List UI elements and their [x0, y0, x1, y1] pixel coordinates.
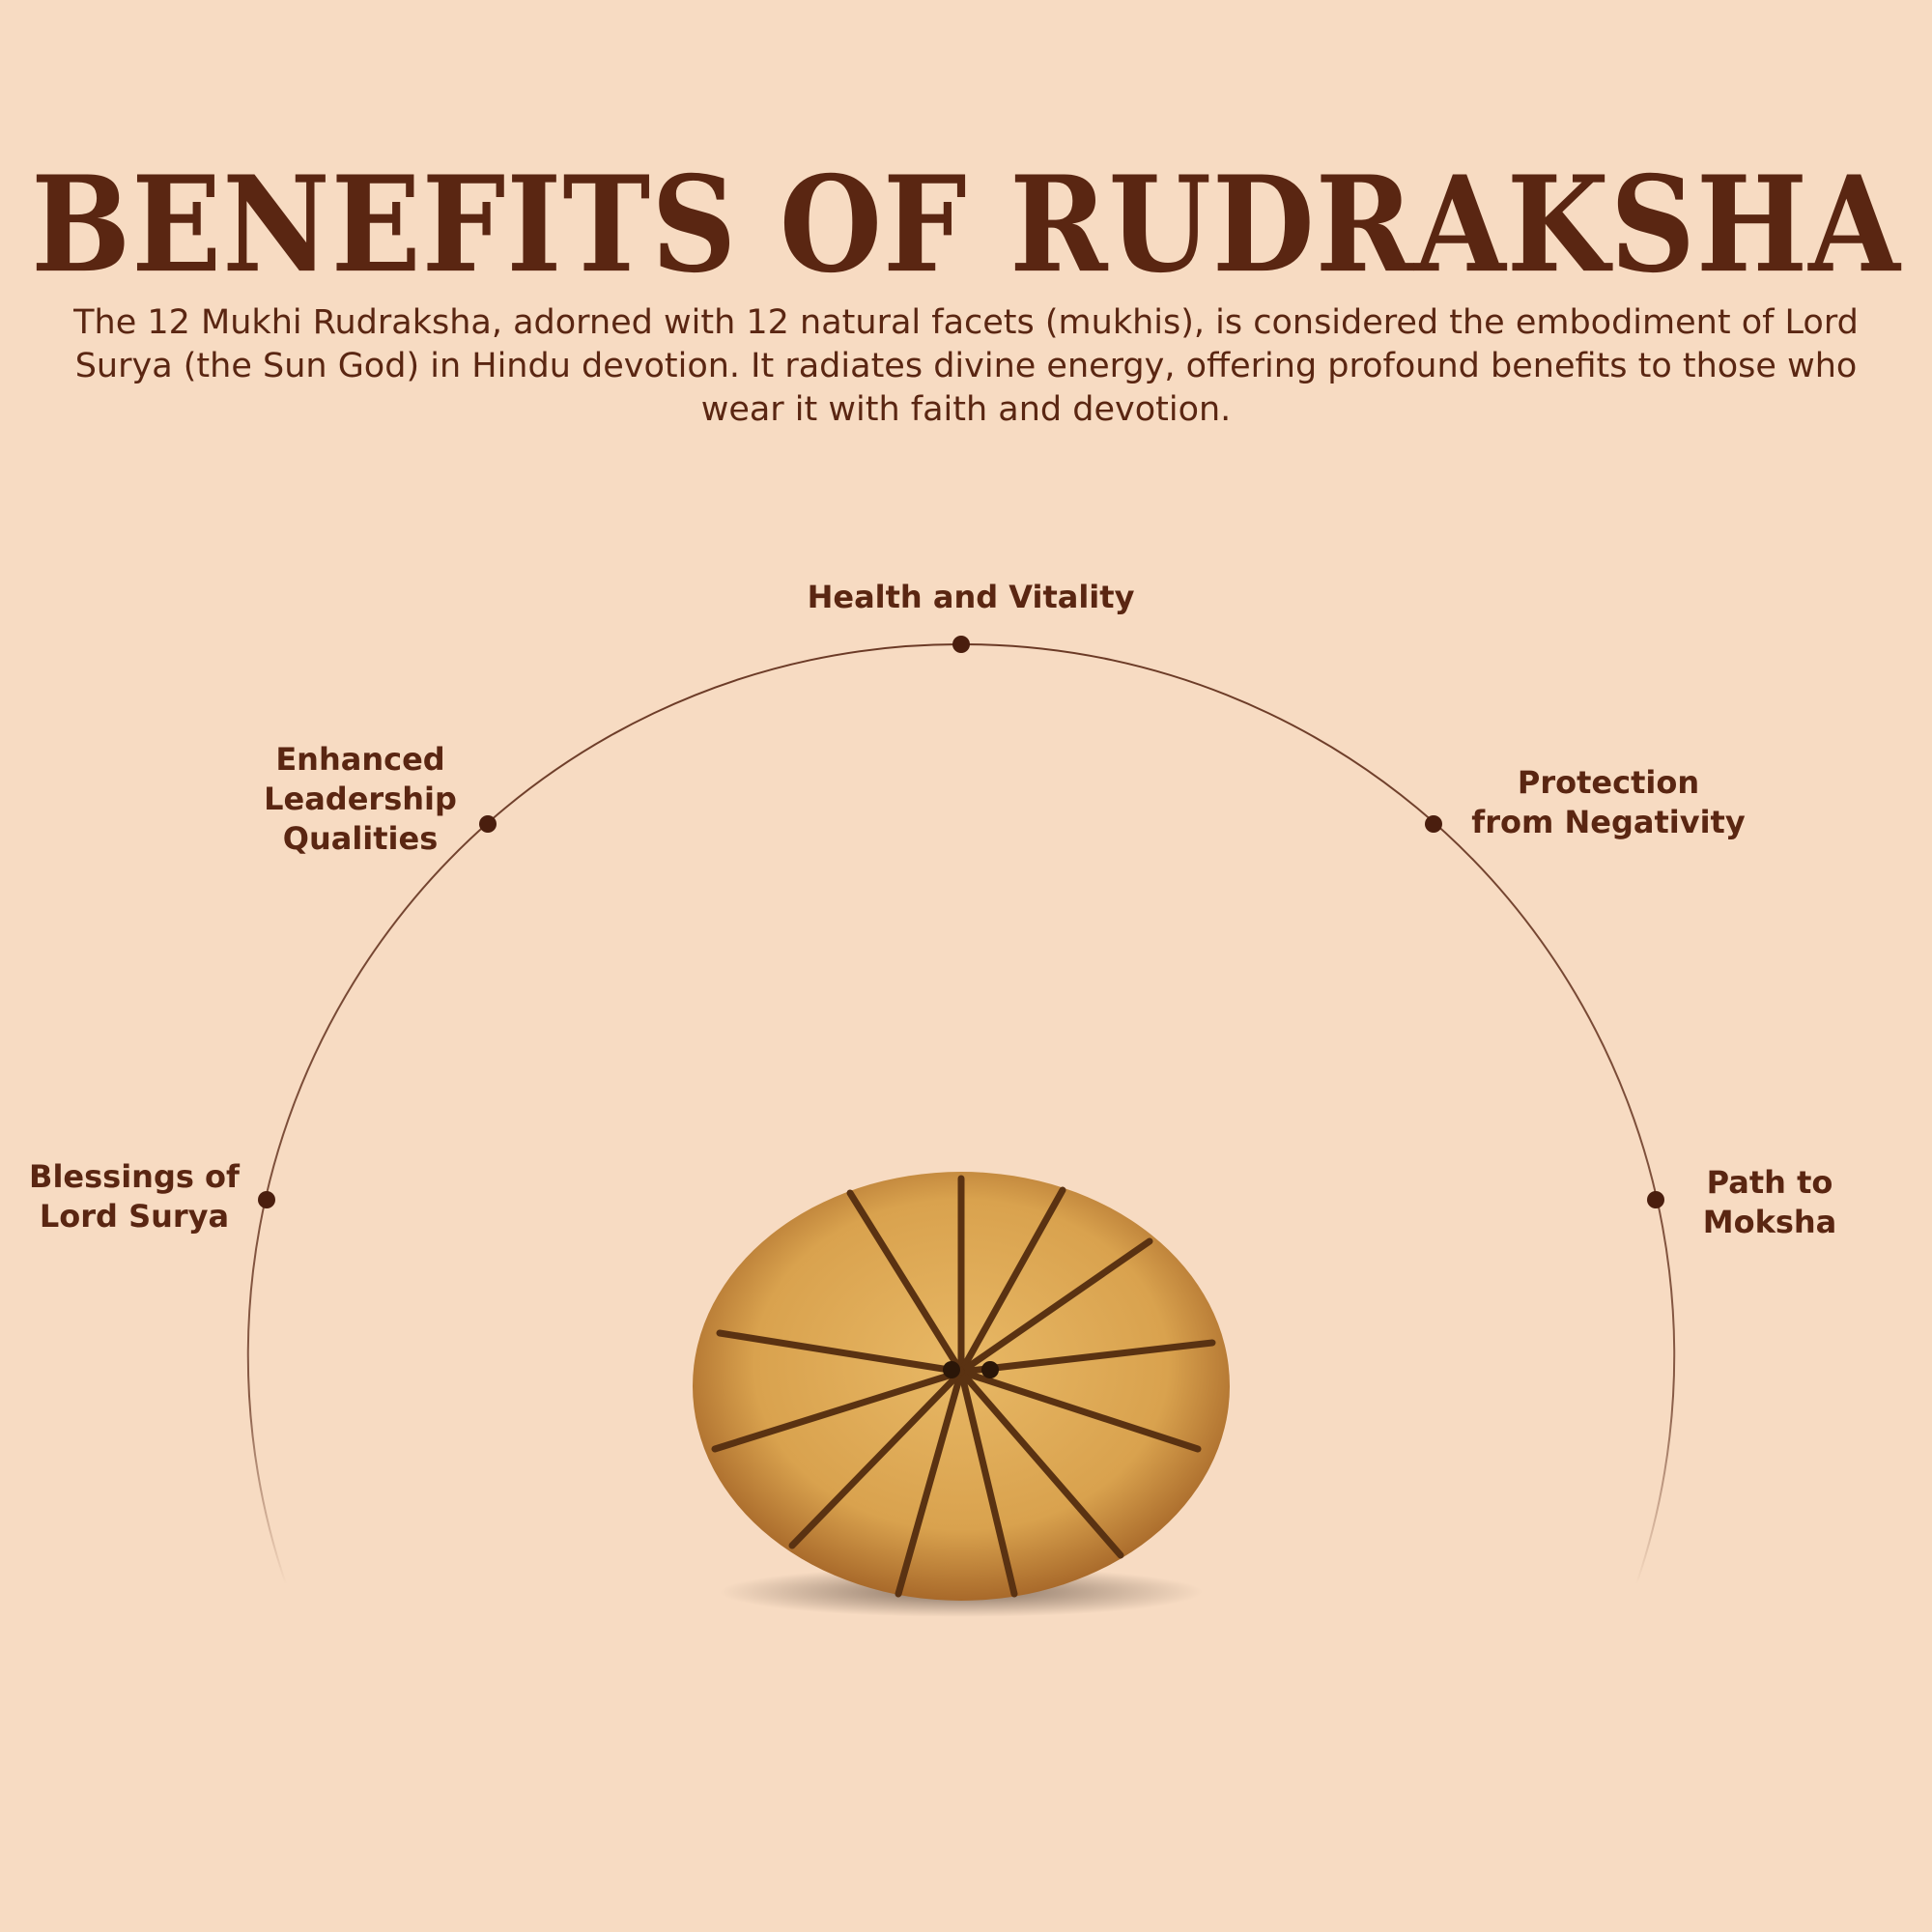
label-line: Qualities: [282, 820, 439, 857]
benefit-label-path-to-moksha: Path to Moksha: [1703, 1163, 1837, 1242]
label-line: Protection: [1517, 764, 1700, 801]
label-line: from Negativity: [1471, 804, 1746, 840]
benefit-dot: [1647, 1191, 1664, 1208]
benefit-label-health-and-vitality: Health and Vitality: [808, 578, 1135, 617]
label-line: Path to: [1706, 1164, 1833, 1201]
label-line: Leadership: [264, 781, 457, 817]
benefit-dot: [952, 636, 970, 653]
benefit-label-blessings-of-lord-surya: Blessings of Lord Surya: [29, 1157, 240, 1236]
label-line: Moksha: [1702, 1204, 1837, 1240]
benefit-dot: [1425, 815, 1442, 833]
label-line: Health and Vitality: [807, 579, 1135, 615]
benefit-label-enhanced-leadership: Enhanced Leadership Qualities: [264, 740, 457, 859]
label-line: Blessings of: [29, 1158, 240, 1195]
description: The 12 Mukhi Rudraksha, adorned with 12 …: [73, 303, 1859, 429]
page-title: BENEFITS OF RUDRAKSHA: [31, 146, 1901, 302]
label-line: Lord Surya: [39, 1198, 230, 1235]
rudraksha-bead-image: [693, 1172, 1230, 1617]
benefit-dot: [479, 815, 497, 833]
benefit-dot: [258, 1191, 275, 1208]
benefit-label-protection: Protection from Negativity: [1471, 763, 1745, 842]
label-line: Enhanced: [275, 741, 445, 778]
